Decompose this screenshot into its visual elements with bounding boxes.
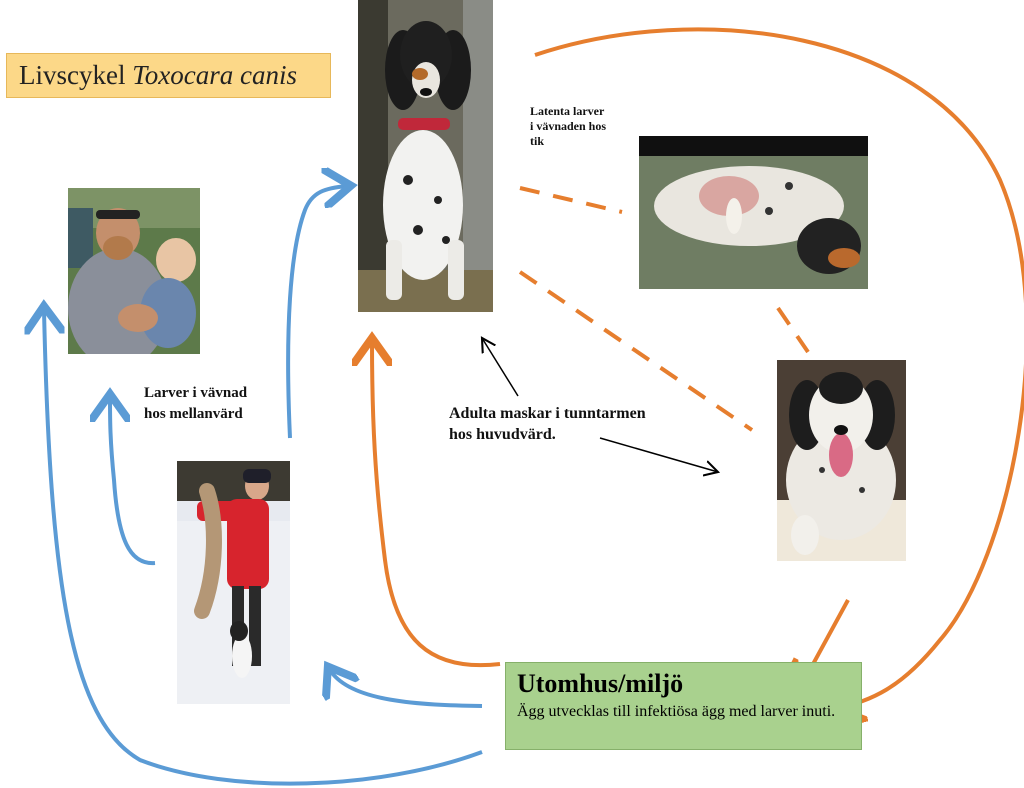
blue-arrow-to-dog (288, 186, 347, 438)
label-latent-line-3: tik (530, 134, 606, 149)
label-intermediate-line-1: Larver i vävnad (144, 383, 247, 404)
label-intermediate-host: Larver i vävnad hos mellanvärd (144, 383, 247, 425)
blue-arrow-env-to-hunter (330, 670, 482, 706)
label-adult-worms: Adulta maskar i tunntarmen hos huvudvärd… (449, 403, 646, 445)
label-intermediate-line-2: hos mellanvärd (144, 404, 247, 425)
environment-box: Utomhus/miljö Ägg utvecklas till infekti… (505, 662, 862, 750)
photo-hunter-with-hare (177, 461, 290, 704)
dashed-line-3 (778, 308, 808, 352)
photo-man-with-baby (68, 188, 200, 354)
black-arrow-up (482, 338, 518, 396)
label-latent-line-1: Latenta larver (530, 104, 606, 119)
photo-puppy (777, 360, 906, 561)
environment-title: Utomhus/miljö (517, 669, 850, 699)
title-species: Toxocara canis (132, 60, 297, 90)
label-latent-larvae: Latenta larver i vävnaden hos tik (530, 104, 606, 149)
environment-text: Ägg utvecklas till infektiösa ägg med la… (517, 702, 850, 721)
photo-adult-dog (358, 0, 493, 312)
diagram-title: Livscykel Toxocara canis (6, 53, 331, 98)
label-adult-line-1: Adulta maskar i tunntarmen (449, 403, 646, 424)
label-adult-line-2: hos huvudvärd. (449, 424, 646, 445)
dashed-line-1 (520, 188, 622, 212)
photo-mother-nursing-puppy (639, 136, 868, 289)
title-prefix: Livscykel (19, 60, 125, 90)
label-latent-line-2: i vävnaden hos (530, 119, 606, 134)
orange-arrow-env-to-dog (372, 342, 500, 665)
